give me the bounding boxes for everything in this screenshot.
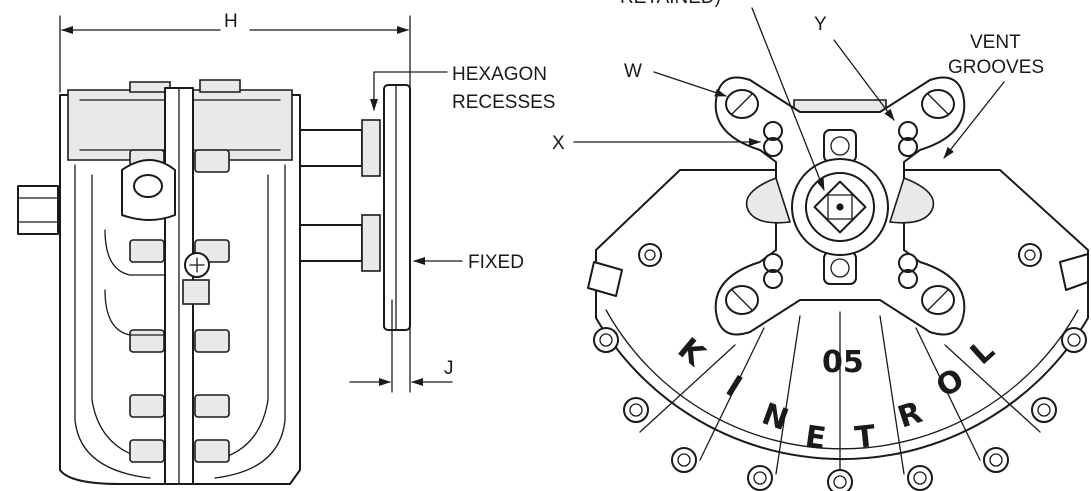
vent-leader <box>943 81 1005 159</box>
vent-lobe <box>745 176 792 224</box>
bolt-column <box>129 149 230 463</box>
bolt-ring <box>827 469 853 491</box>
bolt-head <box>194 329 230 353</box>
housing-curves <box>74 164 286 479</box>
bolt-ring <box>983 447 1009 473</box>
logo-letter-t: T <box>853 419 878 456</box>
bolt-head <box>129 394 165 418</box>
housing-ribs <box>639 311 1041 484</box>
w-leader <box>653 71 727 97</box>
bolt-ring <box>593 327 619 353</box>
bolt-head <box>129 439 165 463</box>
mounting-flange <box>383 84 411 331</box>
label-hexagon: HEXAGON <box>452 64 547 85</box>
right-adjuster <box>1059 253 1089 291</box>
bolt-ring <box>1018 243 1042 267</box>
hex-nut-facets <box>17 197 59 223</box>
lug-hole <box>133 174 163 198</box>
side-view: H <box>17 11 555 485</box>
bolt-head <box>194 149 230 173</box>
logo-model-number: 05 <box>822 345 864 380</box>
slot-hole <box>898 253 918 289</box>
logo-letter-n: N <box>757 397 793 438</box>
bolt-head <box>129 329 165 353</box>
bolt-ring <box>907 465 933 491</box>
bolt-head <box>194 439 230 463</box>
label-vent: VENT <box>970 32 1021 53</box>
upper-hex-boss <box>361 119 381 177</box>
label-j: J <box>444 358 454 379</box>
y-leader <box>833 39 895 121</box>
label-y: Y <box>814 14 827 35</box>
bolt-ring <box>747 465 773 491</box>
upper-shaft <box>299 129 363 167</box>
side-hex-nut <box>17 185 59 235</box>
label-x: X <box>552 133 565 154</box>
bolt-head <box>194 394 230 418</box>
actuator-body <box>59 94 301 485</box>
bolt-ring <box>623 397 649 423</box>
hub-bottom-boss <box>823 251 857 285</box>
logo-letter-k: K <box>671 331 713 374</box>
logo-letter-l: L <box>964 333 1002 372</box>
lug-curves <box>104 229 166 336</box>
label-fixed: FIXED <box>468 252 524 273</box>
slot-hole <box>763 253 783 289</box>
square-drive-inner <box>827 194 853 220</box>
left-adjuster <box>587 261 623 297</box>
cross-slot-icon <box>189 257 205 273</box>
lower-hex-boss <box>361 214 381 272</box>
bolt-ring <box>638 243 662 267</box>
logo-letter-o: O <box>931 362 971 405</box>
perimeter-bolts <box>593 243 1087 491</box>
label-retained: RETAINED) <box>620 0 721 8</box>
retained-leader <box>751 7 825 191</box>
logo-letter-e: E <box>803 419 828 457</box>
bolt-ring <box>1031 397 1057 423</box>
label-h: H <box>224 11 238 32</box>
hub-top-boss <box>823 129 857 163</box>
hub-center-dot <box>836 203 844 211</box>
slot-hole <box>763 121 783 157</box>
front-view: K I N E T R O L 05 RETAINED) W X Y VENT … <box>552 0 1089 491</box>
bolt-ring <box>1061 327 1087 353</box>
slot-hole <box>898 121 918 157</box>
logo-letter-i: I <box>720 369 748 405</box>
lower-shaft <box>299 224 363 262</box>
bolt-head <box>129 239 165 263</box>
housing-rim <box>605 309 1079 450</box>
label-recesses: RECESSES <box>452 92 555 113</box>
lid-bumps <box>129 79 241 93</box>
label-grooves: GROOVES <box>948 57 1044 78</box>
hexagon-leader <box>370 71 448 111</box>
logo-letter-r: R <box>894 395 927 435</box>
bolt-ring <box>671 447 697 473</box>
vent-lobe <box>888 176 935 224</box>
screw-nut <box>182 279 210 305</box>
label-w: W <box>624 61 642 82</box>
